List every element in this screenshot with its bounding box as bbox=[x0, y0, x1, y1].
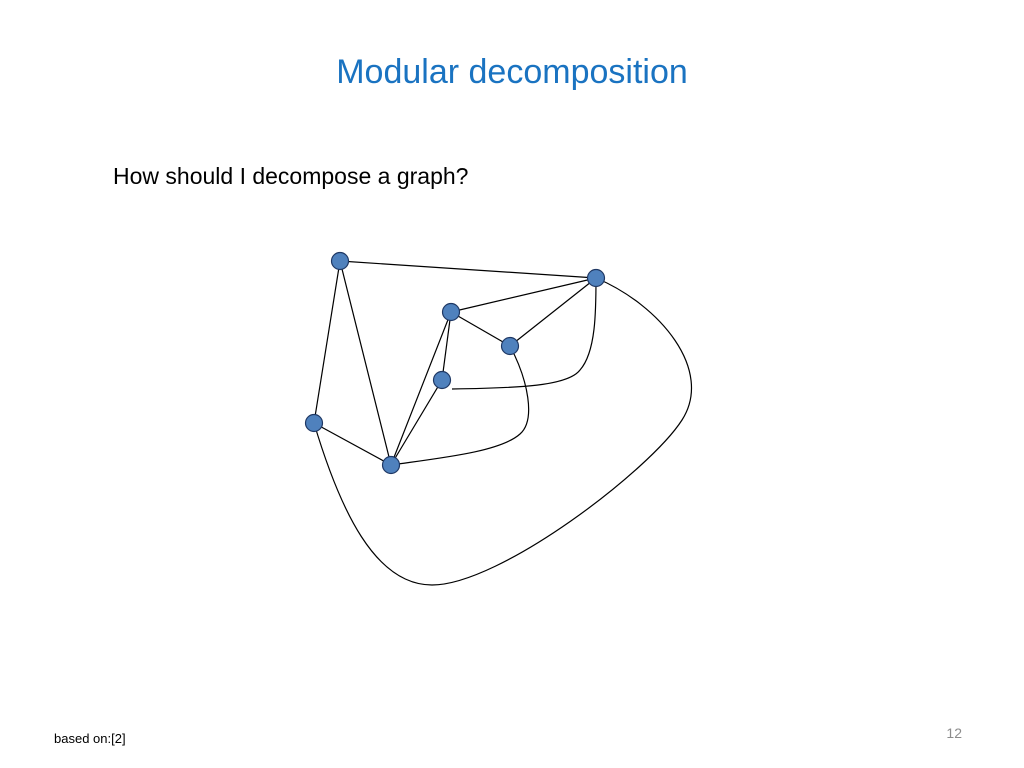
graph-edge bbox=[339, 260, 392, 466]
graph-nodes bbox=[304, 251, 606, 475]
footer-reference: based on:[2] bbox=[54, 731, 126, 746]
question-text: How should I decompose a graph? bbox=[113, 163, 469, 189]
graph-edge bbox=[390, 311, 452, 466]
graph-edge bbox=[313, 260, 341, 424]
graph-edge bbox=[390, 345, 530, 466]
graph-edge bbox=[509, 277, 597, 347]
graph-node bbox=[441, 302, 461, 322]
graph-edges bbox=[313, 260, 693, 586]
graph-edge bbox=[451, 277, 597, 390]
graph-edge bbox=[313, 422, 392, 466]
graph-edge bbox=[450, 277, 597, 313]
graph-node bbox=[586, 268, 606, 288]
graph-edge bbox=[450, 311, 511, 347]
graph-edge bbox=[313, 277, 693, 586]
graph-node bbox=[304, 413, 324, 433]
graph-node bbox=[432, 370, 452, 390]
graph-node bbox=[330, 251, 350, 271]
slide-title: Modular decomposition bbox=[336, 53, 688, 91]
page-number: 12 bbox=[946, 725, 962, 741]
graph-edge bbox=[441, 311, 452, 381]
graph-node bbox=[500, 336, 520, 356]
graph-node bbox=[381, 455, 401, 475]
graph-edge bbox=[390, 379, 443, 466]
graph-edge bbox=[339, 260, 597, 279]
